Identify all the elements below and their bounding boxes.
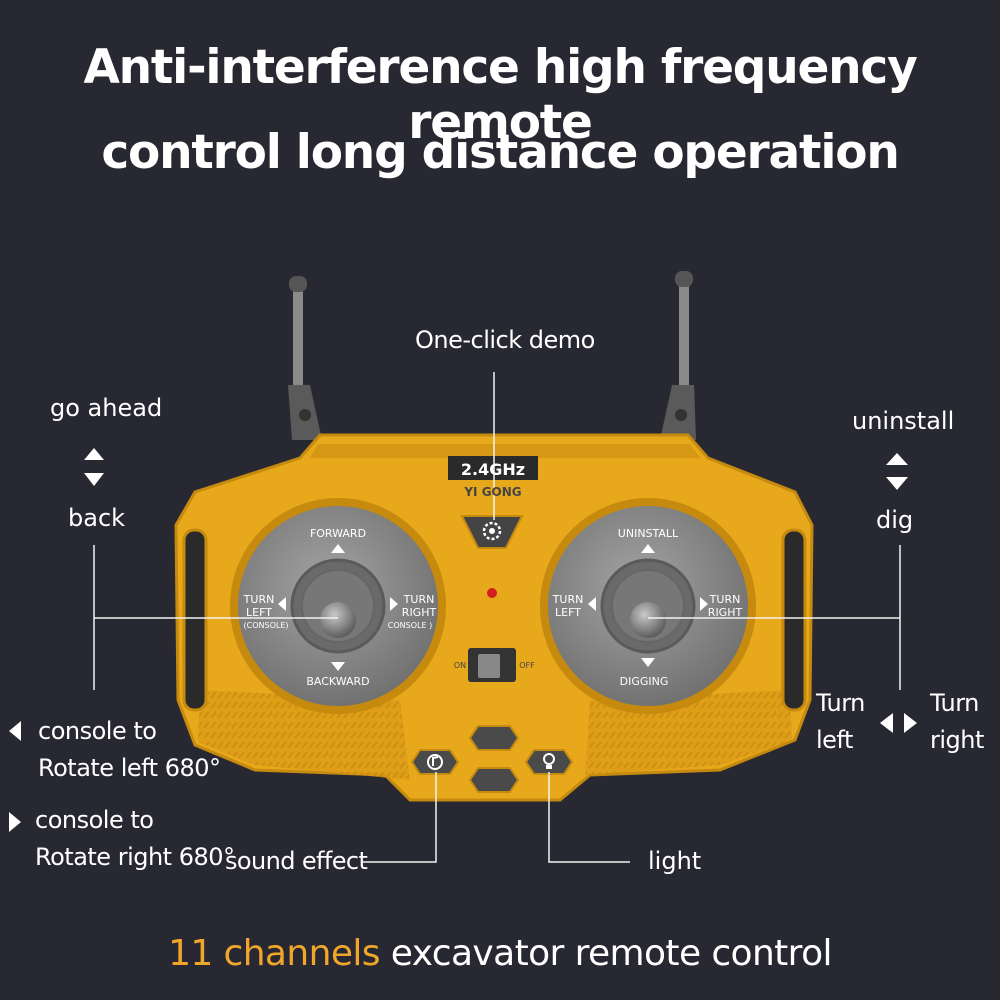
uninstall-label: uninstall xyxy=(852,407,955,435)
turn-right-callout: Turn right xyxy=(930,685,984,759)
arrow-down-icon xyxy=(886,477,908,490)
callout-lines xyxy=(93,372,901,863)
left-left-label-2: LEFT xyxy=(246,606,272,619)
arrow-left-icon xyxy=(9,721,21,741)
headline-line-2: control long distance operation xyxy=(101,125,899,180)
antenna-right xyxy=(660,271,696,440)
switch-off-label: OFF xyxy=(519,661,535,670)
turn-left-line-1: Turn xyxy=(816,689,865,717)
light-button xyxy=(524,749,574,775)
footer-caption: 11 channels excavator remote control xyxy=(0,933,1000,974)
left-right-label-3: CONSOLE ) xyxy=(388,621,432,630)
console-left-line-1: console to xyxy=(38,717,157,745)
left-right-label-1: TURN xyxy=(403,593,435,606)
turn-right-line-1: Turn xyxy=(930,689,979,717)
bottom-hex-button xyxy=(468,767,520,793)
right-down-label: DIGGING xyxy=(620,675,669,688)
arrow-left-icon xyxy=(880,713,893,733)
arrow-right-icon xyxy=(904,713,917,733)
left-joystick xyxy=(320,602,356,638)
left-up-label: FORWARD xyxy=(310,527,366,540)
arrow-up-icon xyxy=(84,448,104,460)
sound-effect-label: sound effect xyxy=(225,847,368,875)
frequency-badge xyxy=(448,456,538,480)
arrow-down-icon xyxy=(84,473,104,486)
right-up-label: UNINSTALL xyxy=(618,527,679,540)
turn-left-line-2: left xyxy=(816,726,853,754)
switch-on-label: ON xyxy=(454,661,466,670)
right-left-label-1: TURN xyxy=(552,593,584,606)
left-left-label-3: (CONSOLE) xyxy=(244,621,289,630)
power-led xyxy=(487,588,497,598)
footer-highlight: 11 channels xyxy=(168,933,380,974)
arrow-up-icon xyxy=(886,453,908,465)
one-click-demo-label: One-click demo xyxy=(415,326,595,354)
top-hex-button xyxy=(468,725,520,751)
dig-label: dig xyxy=(876,506,914,534)
back-label: back xyxy=(68,504,126,532)
brand-label: YI GONG xyxy=(463,485,521,499)
console-right-line-2: Rotate right 680° xyxy=(35,843,235,871)
antenna-left xyxy=(288,276,322,440)
console-right-callout: console to Rotate right 680° xyxy=(35,802,235,876)
light-label: light xyxy=(648,847,702,875)
sound-effect-icon xyxy=(427,754,443,770)
left-down-label: BACKWARD xyxy=(306,675,369,688)
right-right-label-1: TURN xyxy=(709,593,741,606)
left-right-label-2: RIGHT xyxy=(402,606,437,619)
demo-gear-icon xyxy=(482,521,502,541)
frequency-label: 2.4GHz xyxy=(461,460,525,479)
right-joystick xyxy=(630,602,666,638)
footer-rest: excavator remote control xyxy=(379,933,833,974)
right-right-label-2: RIGHT xyxy=(708,606,743,619)
console-left-callout: console to Rotate left 680° xyxy=(38,713,221,787)
sound-effect-button xyxy=(410,749,460,775)
right-left-label-2: LEFT xyxy=(555,606,581,619)
console-right-line-1: console to xyxy=(35,806,154,834)
arrow-right-icon xyxy=(9,812,21,832)
light-bulb-icon xyxy=(543,753,555,769)
turn-left-callout: Turn left xyxy=(816,685,865,759)
turn-right-line-2: right xyxy=(930,726,984,754)
left-left-label-1: TURN xyxy=(243,593,275,606)
headline-line-1: Anti-interference high frequency remote xyxy=(83,40,917,150)
console-left-line-2: Rotate left 680° xyxy=(38,754,221,782)
go-ahead-label: go ahead xyxy=(50,394,163,422)
